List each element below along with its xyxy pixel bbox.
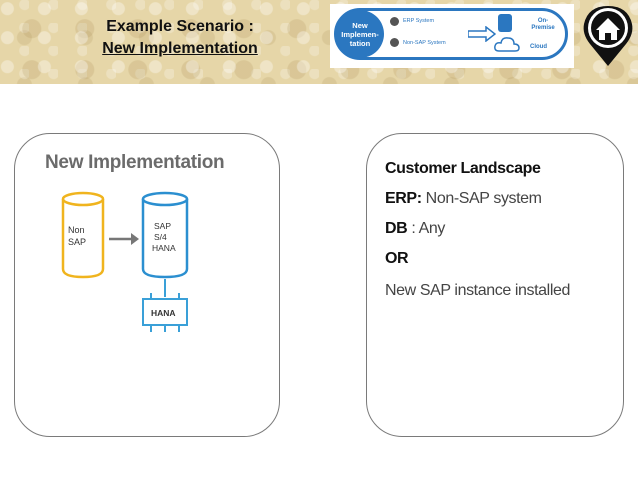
scenario-banner: New Implemen- tation ERP System Non-SAP …: [330, 4, 574, 68]
page-title: Example Scenario : New Implementation: [60, 16, 300, 60]
home-icon[interactable]: [580, 2, 636, 68]
target-db-label-1: SAP: [154, 221, 171, 231]
erp-dot-icon: [390, 17, 399, 26]
arrow-right-icon: [109, 233, 139, 245]
erp-label: ERP:: [385, 190, 422, 207]
target-db-label-3: HANA: [152, 243, 176, 253]
banner-pill: [334, 8, 568, 60]
erp-value: Non-SAP system: [421, 190, 542, 207]
implementation-diagram: Non SAP SAP S/4 HANA HANA: [61, 191, 189, 332]
source-database-icon: [61, 191, 105, 279]
banner-on-premise: On- Premise: [531, 18, 555, 31]
customer-landscape-heading: Customer Landscape: [385, 160, 541, 177]
db-value: : Any: [407, 220, 445, 237]
customer-landscape-panel: Customer Landscape ERP: Non-SAP system D…: [366, 133, 624, 437]
erp-row: ERP: Non-SAP system: [385, 190, 542, 208]
target-database-icon: [141, 191, 189, 279]
non-sap-dot-icon: [390, 38, 399, 47]
source-db-label-1: Non: [68, 225, 85, 235]
new-implementation-panel: New Implementation Non SAP SAP S/4 HANA: [14, 133, 280, 437]
instance-text: New SAP instance installed: [385, 282, 570, 299]
db-row: DB : Any: [385, 220, 445, 238]
panel-title: New Implementation: [45, 152, 225, 173]
hana-chip-label: HANA: [151, 308, 176, 318]
title-line-2: New Implementation: [102, 40, 258, 57]
or-label: OR: [385, 250, 409, 267]
header-bar: Example Scenario : New Implementation Ne…: [0, 0, 638, 84]
hana-chip-icon: [142, 293, 188, 332]
banner-cloud: Cloud: [530, 44, 547, 50]
source-db-label-2: SAP: [68, 237, 86, 247]
banner-non-sap-system: Non-SAP System: [403, 40, 446, 46]
cloud-icon: [494, 37, 520, 52]
server-icon: [498, 14, 512, 32]
db-label: DB: [385, 220, 408, 237]
banner-circle-label: New Implemen- tation: [341, 20, 379, 48]
banner-erp-system: ERP System: [403, 18, 435, 24]
target-db-label-2: S/4: [154, 232, 167, 242]
arrow-right-icon: [468, 26, 496, 42]
title-line-1: Example Scenario :: [106, 18, 254, 35]
banner-circle: New Implemen- tation: [336, 10, 384, 58]
